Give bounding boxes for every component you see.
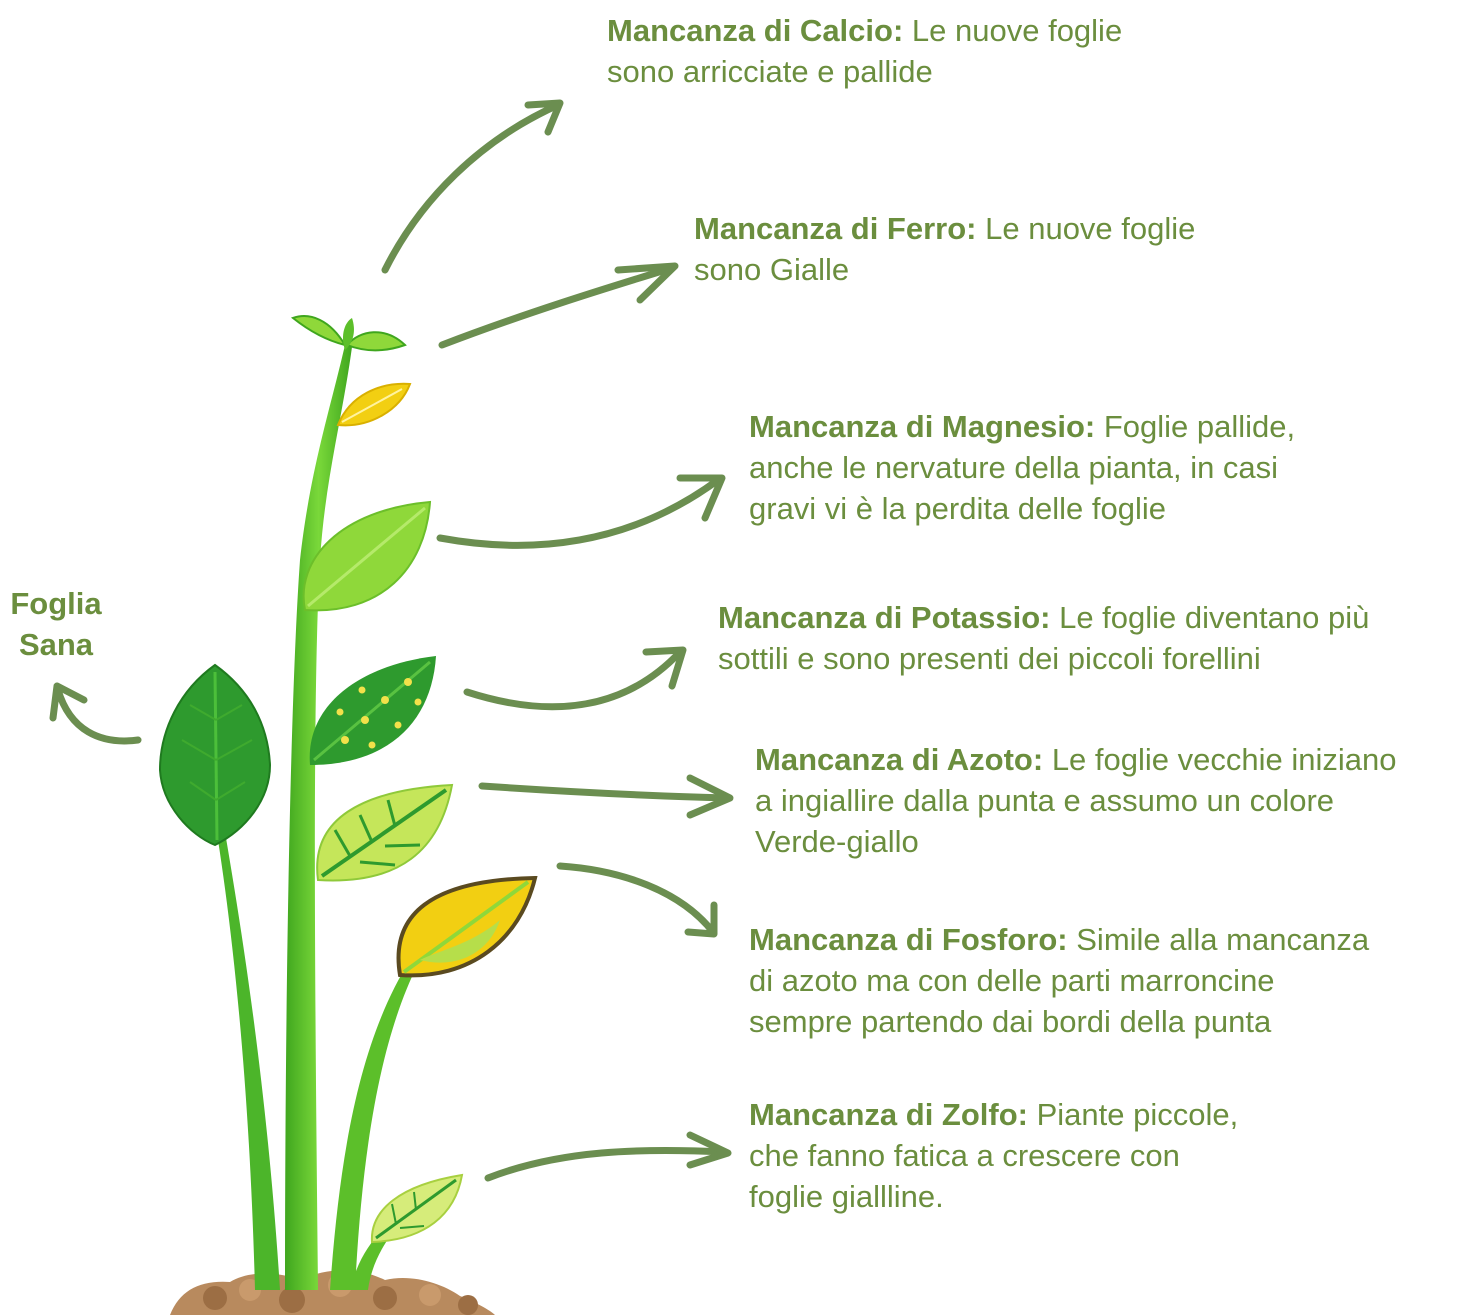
leaf-sulfur-small: [372, 1175, 462, 1242]
label-calcio: Mancanza di Calcio: Le nuove foglie sono…: [607, 10, 1122, 92]
arrow-azoto: [482, 778, 730, 815]
arrow-zolfo: [488, 1135, 728, 1178]
label-magnesio: Mancanza di Magnesio: Foglie pallide, an…: [749, 406, 1295, 529]
leaf-phosphorus-brown: [399, 878, 535, 975]
label-zolfo: Mancanza di Zolfo: Piante piccole, che f…: [749, 1094, 1238, 1217]
label-fosforo: Mancanza di Fosforo: Simile alla mancanz…: [749, 919, 1369, 1042]
leaf-healthy: [160, 665, 270, 845]
arrow-potassio: [467, 650, 683, 707]
leaf-potassium-spotted: [310, 656, 436, 765]
arrow-magnesio: [440, 478, 722, 545]
leaf-iron-yellow: [338, 384, 410, 426]
label-ferro: Mancanza di Ferro: Le nuove foglie sono …: [694, 208, 1195, 290]
arrow-ferro: [442, 266, 675, 345]
sprout-leaves: [293, 316, 405, 350]
label-azoto: Mancanza di Azoto: Le foglie vecchie ini…: [755, 739, 1396, 862]
label-potassio: Mancanza di Potassio: Le foglie diventan…: [718, 597, 1369, 679]
healthy-leaf-label: Foglia Sana: [8, 583, 104, 665]
leaf-nitrogen-yellowgreen: [317, 785, 452, 880]
arrow-fosforo: [560, 866, 714, 934]
arrow-calcio: [385, 103, 560, 270]
arrow-foglia-sana: [53, 686, 138, 741]
